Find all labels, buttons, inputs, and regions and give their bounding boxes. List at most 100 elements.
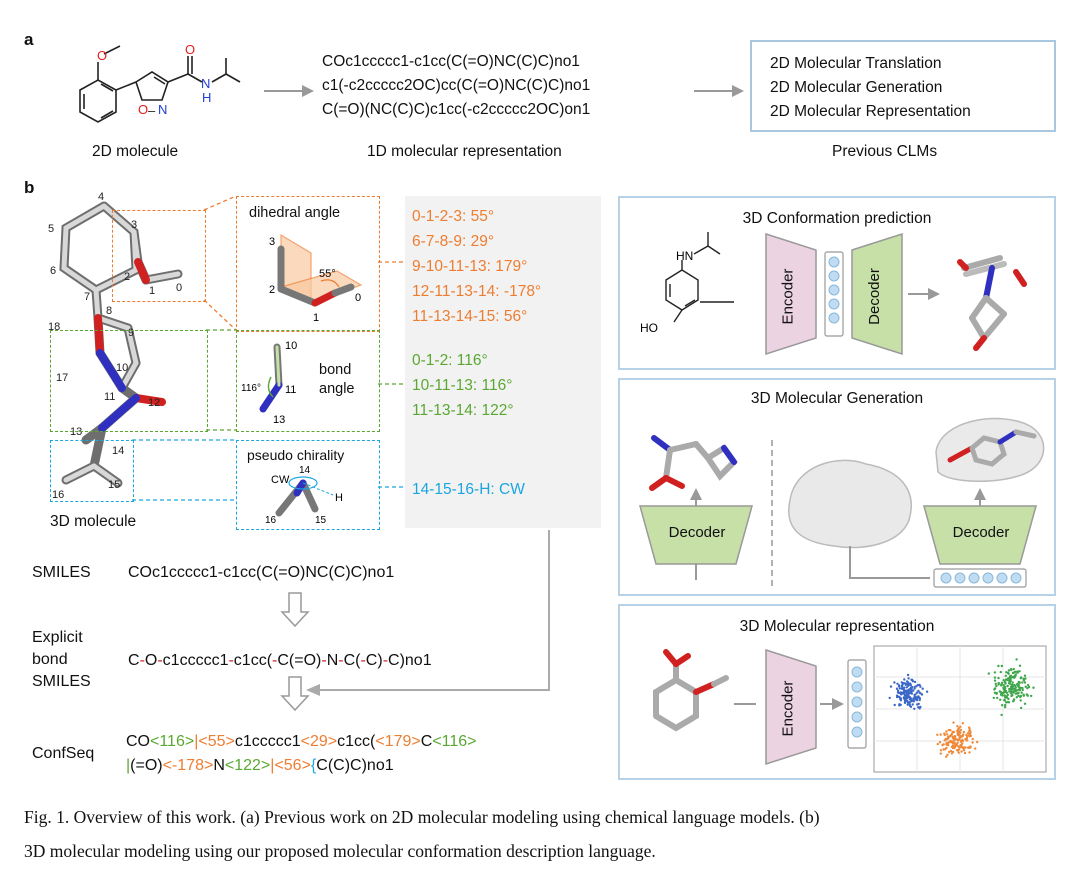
scatter-point [1004,678,1008,681]
svg-text:16: 16 [52,489,64,501]
scatter-point [995,684,998,688]
scatter-point [1007,669,1011,672]
confseq-token: <179> [375,733,421,750]
task-1: 2D Molecular Translation [770,55,942,72]
scatter-point [939,733,942,736]
scatter-point [997,676,1000,680]
scatter-point [974,747,977,750]
arrow-right-icon [264,85,314,97]
arrow-down-icon [280,676,310,712]
scatter-point [1023,681,1027,684]
scatter-point [1024,685,1027,688]
scatter-point [1007,672,1010,675]
arrow-down-icon [280,592,310,628]
caption-line-2: 3D molecular modeling using our proposed… [24,841,656,861]
scatter-point [999,693,1003,696]
scatter-point [899,692,902,695]
scatter-point [960,744,963,747]
scatter-point [997,664,1000,668]
dihedral-title: dihedral angle [249,205,341,221]
scatter-point [1015,696,1018,699]
task-2: 2D Molecular Generation [770,79,943,96]
scatter-point [1012,687,1016,691]
scatter-point [911,680,915,683]
scatter-point [951,750,955,754]
scatter-point [936,742,939,746]
scatter-point [1000,664,1003,668]
scatter-point [1008,687,1011,691]
encoder-label-wrap: Encoder [779,268,797,325]
scatter-point [1009,668,1013,671]
scatter-point [896,689,900,692]
angle-selection-box [50,330,208,432]
scatter-point [1010,690,1013,693]
scatter-point [961,722,964,725]
scatter-point [945,743,948,746]
svg-text:55°: 55° [319,268,336,280]
chirality-detail-box: pseudo chirality CW H 14 15 16 [236,440,380,530]
scatter-point [1003,705,1007,709]
scatter-point [917,706,920,709]
scatter-point [1000,713,1003,717]
scatter-point [917,689,920,693]
scatter-point [941,743,944,747]
scatter-point [898,687,902,690]
scatter-point [898,703,901,706]
scatter-point [1026,694,1029,697]
smiles-value: COc1ccccc1-c1cc(C(=O)NC(C)C)no1 [128,564,395,581]
scatter-point [903,682,907,685]
scatter-point [1009,679,1012,683]
gen-decoder-left: Decoder [668,524,726,541]
scatter-point [950,740,954,743]
scatter-point [1014,689,1017,693]
scatter-point [1004,703,1007,707]
svg-text:15: 15 [108,479,120,491]
scatter-point [962,730,966,734]
dihedral-values: 0-1-2-3: 55° 6-7-8-9: 29° 9-10-11-13: 17… [412,208,542,325]
dihedral-detail-box: dihedral angle 55° 3 2 1 0 [236,196,380,332]
scatter-point [914,693,917,696]
dihedral-selection-box [112,210,206,302]
confseq-line-2: |(=O)<-178>N<122>|<56>{C(C)C)no1 [126,754,394,778]
atom-h-amide: H [202,90,211,105]
svg-text:8: 8 [106,305,112,317]
scatter-point [902,692,906,695]
scatter-point [971,741,974,744]
atom-o-carbonyl: O [185,42,195,57]
scatter-point [1003,680,1007,684]
prev-clms-caption: Previous CLMs [832,143,938,160]
scatter-point [962,749,966,752]
scatter-point [908,703,911,706]
confseq-token: <-178> [162,757,214,774]
scatter-point [961,739,965,743]
scatter-point [1010,683,1013,687]
scatter-point [921,687,924,690]
svg-text:11: 11 [285,384,296,396]
scatter-point [918,697,922,700]
scatter-point [987,672,990,675]
scatter-point [908,698,912,701]
confseq-token: |<56> [270,757,311,774]
confseq-token: CO [126,733,150,750]
scatter-point [1012,671,1015,674]
scatter-point [948,735,951,738]
svg-text:12: 12 [148,397,160,409]
svg-text:0: 0 [176,282,182,294]
scatter-point [954,735,957,738]
scatter-point [1008,690,1011,693]
scatter-point [945,755,948,758]
svg-text:2: 2 [124,271,130,283]
molecule-3d-drawing: 0 1 2 3 4 5 6 7 8 9 10 11 12 13 14 15 16… [48,191,183,501]
scatter-point [992,696,995,700]
scatter-point [909,689,912,693]
scatter-point [1014,673,1017,676]
svg-text:10: 10 [285,340,297,352]
mol-gen-title: 3D Molecular Generation [750,390,924,407]
scatter-point [897,685,901,688]
scatter-point [996,696,999,700]
scatter-point [900,685,904,688]
scatter-point [995,691,998,695]
scatter-point [1018,664,1022,667]
molecule-2d-drawing: O O N H O – N [79,42,241,123]
